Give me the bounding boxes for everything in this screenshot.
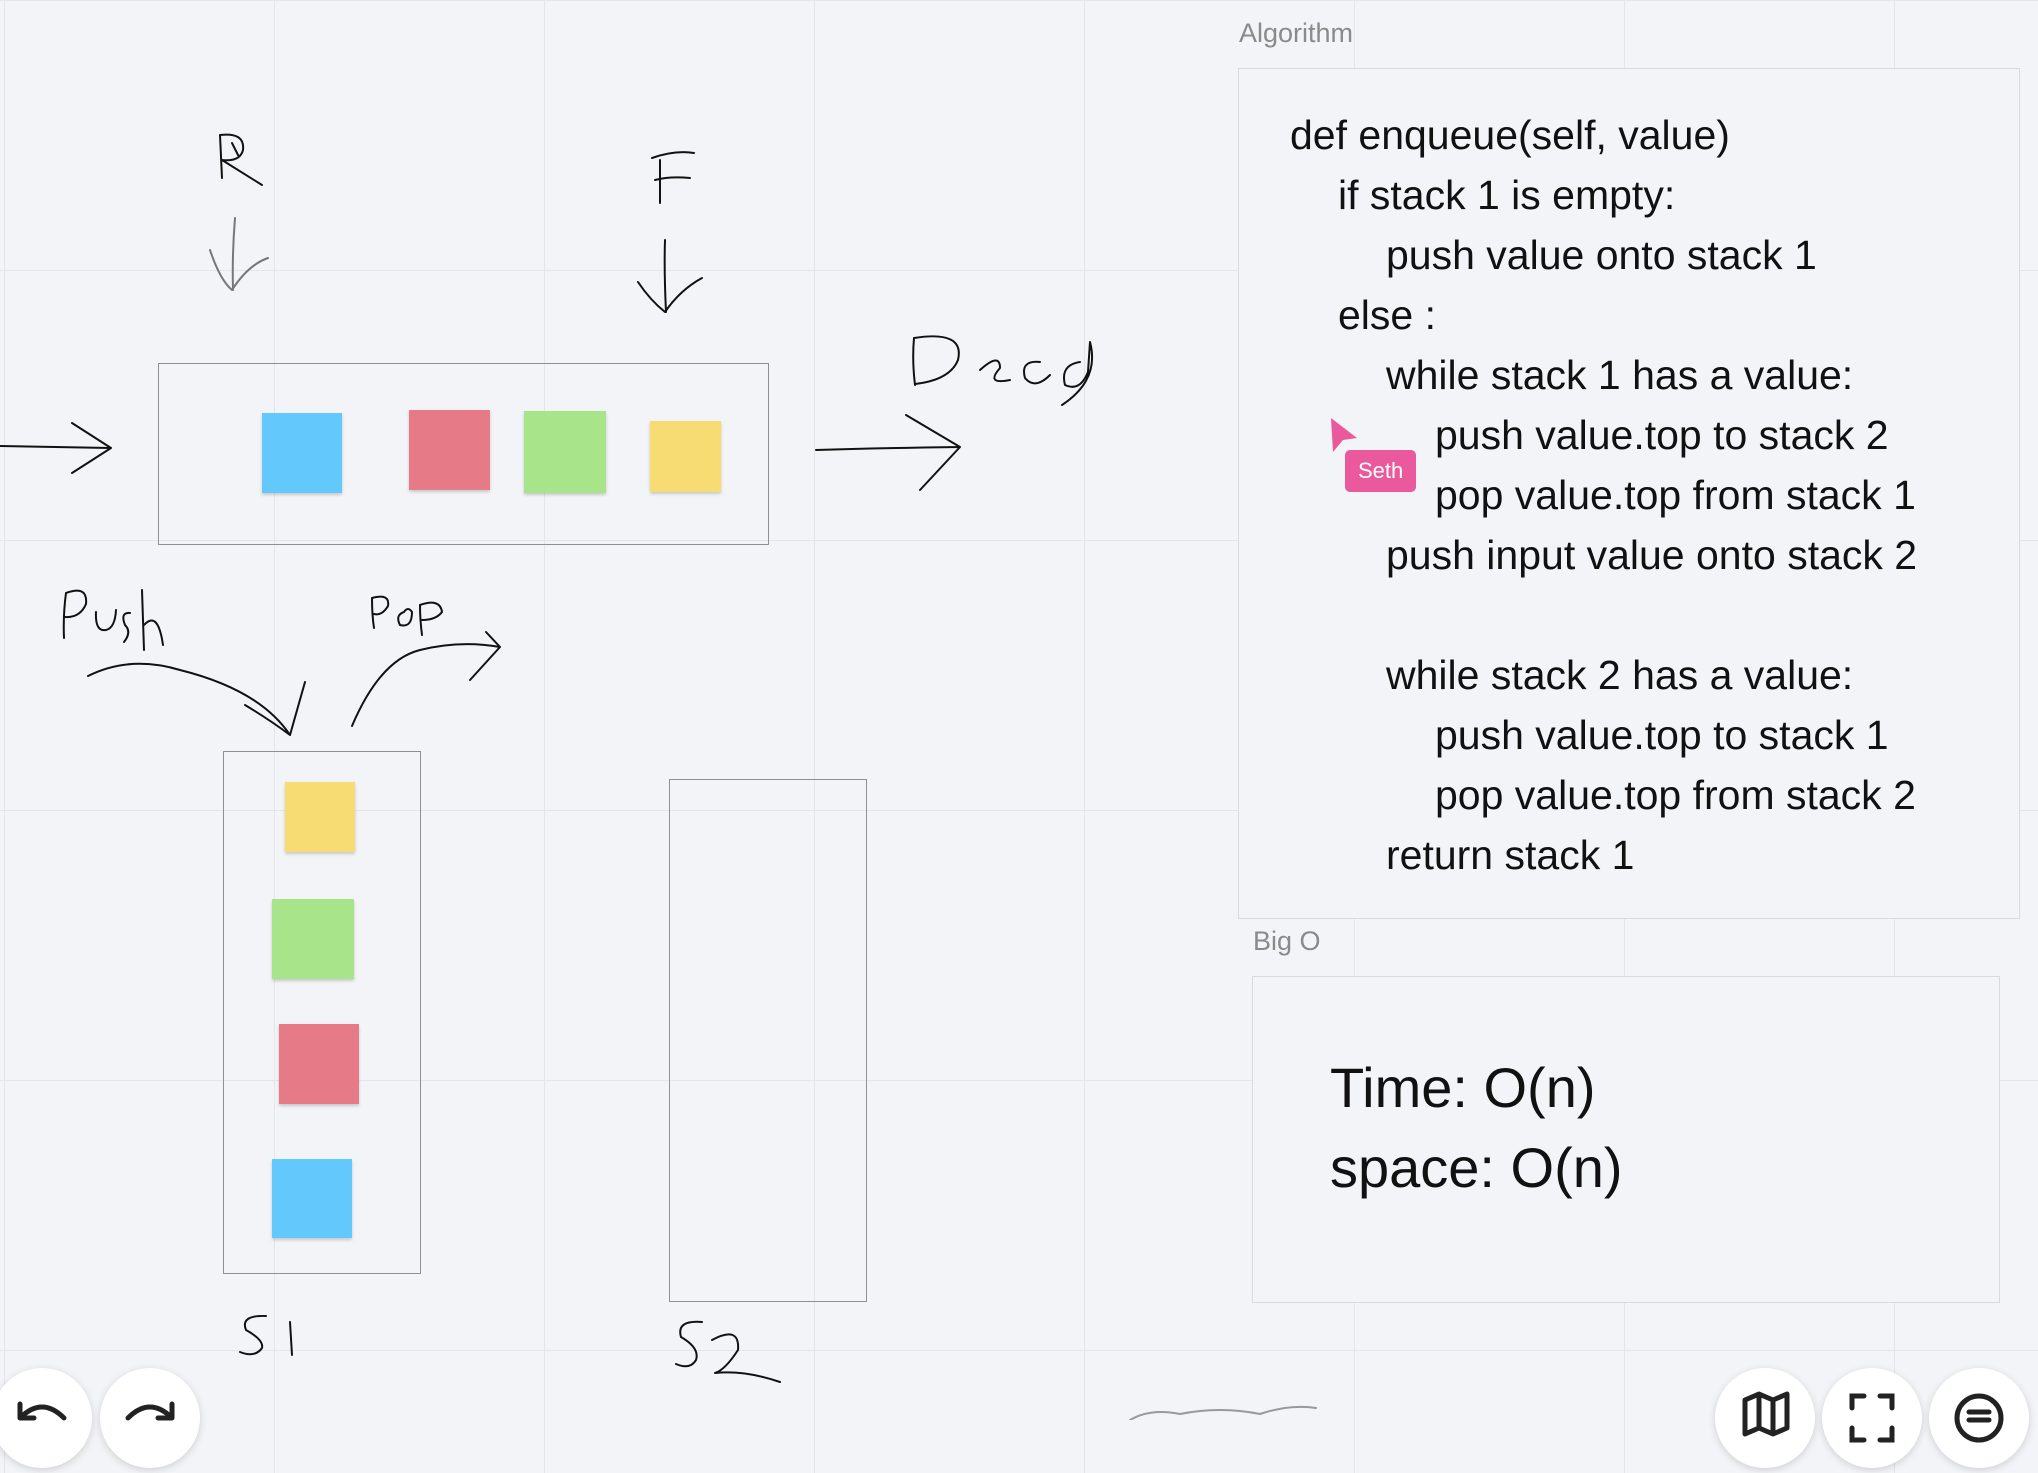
ink-word-deq: [912, 335, 1094, 406]
code-line-7: pop value.top from stack 1: [1435, 472, 1916, 518]
code-line-8: push input value onto stack 2: [1386, 532, 1918, 578]
menu-button[interactable]: [1929, 1368, 2029, 1468]
algorithm-frame[interactable]: [1238, 68, 2020, 919]
ink-arrow-down-right: [637, 239, 703, 313]
big-o-time: Time: O(n): [1330, 1056, 1596, 1119]
fit-to-screen-icon: [1849, 1393, 1895, 1443]
code-line-6: push value.top to stack 2: [1435, 412, 1889, 458]
stack-2-frame[interactable]: [669, 779, 867, 1302]
ink-word-pop: [371, 595, 443, 636]
sticky-note-red[interactable]: [409, 410, 490, 490]
big-o-frame[interactable]: [1252, 976, 2000, 1303]
ink-arrow-out: [815, 414, 961, 491]
code-line-10: push value.top to stack 1: [1435, 712, 1889, 758]
freehand-drawing-layer: [0, 133, 1317, 1420]
collaborator-name-tag: Seth: [1345, 450, 1417, 492]
fit-to-screen-button[interactable]: [1822, 1368, 1922, 1468]
sticky-note-blue[interactable]: [262, 413, 342, 493]
stack1-sticky-yellow[interactable]: [285, 782, 355, 852]
map-button[interactable]: [1715, 1368, 1815, 1468]
undo-button[interactable]: [0, 1368, 92, 1468]
sticky-note-green[interactable]: [524, 411, 606, 493]
big-o-space: space: O(n): [1330, 1136, 1623, 1199]
stack1-sticky-green[interactable]: [272, 899, 354, 979]
big-o-frame-label: Big O: [1253, 926, 1321, 956]
sticky-note-yellow[interactable]: [650, 421, 721, 492]
redo-button[interactable]: [100, 1368, 200, 1468]
map-icon: [1742, 1391, 1790, 1437]
stack1-sticky-red[interactable]: [279, 1024, 359, 1104]
code-line-3: push value onto stack 1: [1386, 232, 1817, 278]
ink-word-push: [62, 589, 164, 651]
redo-icon: [125, 1401, 175, 1421]
stack1-sticky-blue[interactable]: [272, 1159, 352, 1238]
code-line-5: while stack 1 has a value:: [1386, 352, 1854, 398]
ink-scribble-bottom: [1129, 1405, 1317, 1420]
code-line-9: while stack 2 has a value:: [1386, 652, 1854, 698]
ink-letter-r: [219, 133, 263, 186]
ink-arrow-pop: [351, 631, 501, 727]
collaborator-cursor-icon: [1331, 418, 1357, 452]
code-line-2: if stack 1 is empty:: [1338, 172, 1676, 218]
code-line-1: def enqueue(self, value): [1290, 112, 1730, 158]
ink-label-s2: [675, 1320, 781, 1383]
algorithm-frame-label: Algorithm: [1239, 18, 1354, 48]
code-line-4: else :: [1338, 292, 1436, 338]
stack-1-frame[interactable]: [223, 751, 421, 1274]
code-line-11: pop value.top from stack 2: [1435, 772, 1916, 818]
ink-label-s1: [239, 1314, 293, 1356]
ink-letter-f: [651, 151, 695, 204]
queue-frame[interactable]: [158, 363, 769, 545]
ink-arrow-down-left: [209, 217, 269, 291]
menu-icon: [1954, 1393, 2004, 1443]
ink-arrow-in: [0, 422, 112, 474]
ink-arrow-push: [87, 662, 306, 736]
code-line-12: return stack 1: [1386, 832, 1635, 878]
undo-icon: [17, 1401, 67, 1421]
